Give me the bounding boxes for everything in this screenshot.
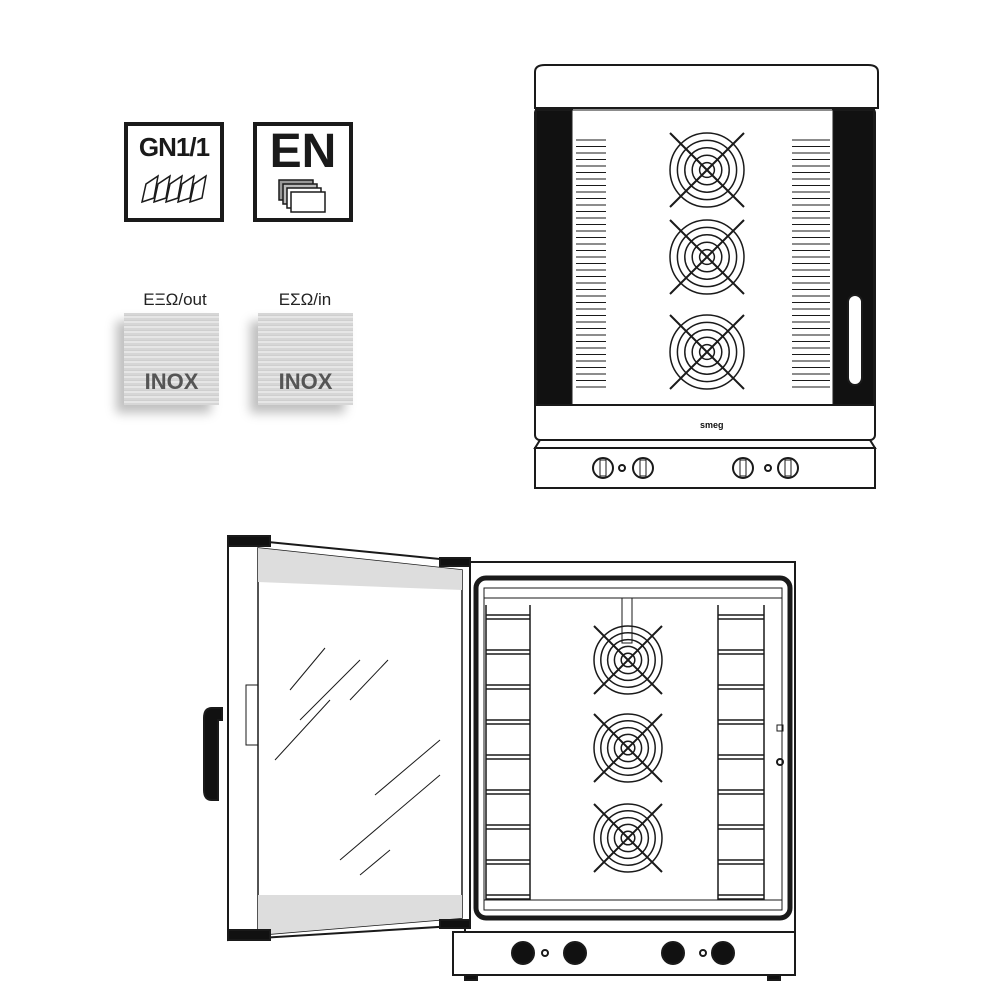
exterior-material-text: INOX bbox=[144, 369, 199, 394]
control-knob[interactable] bbox=[661, 941, 685, 965]
gn-badge-label: GN1/1 bbox=[138, 132, 210, 162]
control-panel-open bbox=[452, 931, 796, 976]
control-knob[interactable] bbox=[563, 941, 587, 965]
en-trays-icon bbox=[278, 179, 326, 213]
control-knob[interactable] bbox=[592, 457, 614, 479]
indicator-light bbox=[618, 464, 626, 472]
oven-cavity bbox=[473, 575, 793, 921]
exterior-inox-swatch: INOX bbox=[124, 313, 219, 405]
oven-front-view: smeg bbox=[533, 64, 879, 489]
indicator-light bbox=[699, 949, 707, 957]
en-badge-label: EN bbox=[269, 125, 337, 178]
lock-screw bbox=[776, 758, 784, 766]
control-knob[interactable] bbox=[632, 457, 654, 479]
oven-open-view bbox=[203, 535, 796, 981]
glass-reflection-lines bbox=[274, 647, 441, 876]
fan-guard-icon bbox=[593, 625, 663, 695]
en-tray-size-badge: EN bbox=[253, 122, 353, 222]
interior-material-text: INOX bbox=[278, 369, 333, 394]
interior-material-label: ΕΣΩ/in bbox=[278, 290, 332, 309]
fan-guard-icon bbox=[593, 803, 663, 873]
indicator-light bbox=[541, 949, 549, 957]
control-knob[interactable] bbox=[711, 941, 735, 965]
fan-guard-icon bbox=[669, 132, 745, 208]
tray-rack bbox=[485, 605, 531, 900]
gn-trays-icon bbox=[140, 174, 208, 204]
tray-rack bbox=[717, 605, 765, 900]
open-door-handle[interactable] bbox=[203, 707, 223, 801]
fan-guard-icon bbox=[669, 314, 745, 390]
indicator-light bbox=[764, 464, 772, 472]
shelf-slots bbox=[576, 139, 830, 388]
control-knob[interactable] bbox=[732, 457, 754, 479]
gn-tray-size-badge: GN1/1 bbox=[124, 122, 224, 222]
interior-inox-swatch: INOX bbox=[258, 313, 353, 405]
door-glass-pane bbox=[257, 547, 463, 936]
control-knob[interactable] bbox=[777, 457, 799, 479]
oven-left-side-panel bbox=[535, 109, 573, 406]
control-knob[interactable] bbox=[511, 941, 535, 965]
door-handle[interactable] bbox=[847, 294, 863, 386]
fan-guard-icon bbox=[669, 219, 745, 295]
fan-guard-icon bbox=[593, 713, 663, 783]
door-latch bbox=[245, 684, 259, 746]
control-panel bbox=[534, 447, 876, 489]
fan-support bbox=[621, 597, 633, 644]
exterior-material-label: ΕΞΩ/out bbox=[143, 290, 207, 309]
oven-top-lid bbox=[534, 64, 879, 109]
brand-logo: smeg bbox=[700, 420, 724, 430]
